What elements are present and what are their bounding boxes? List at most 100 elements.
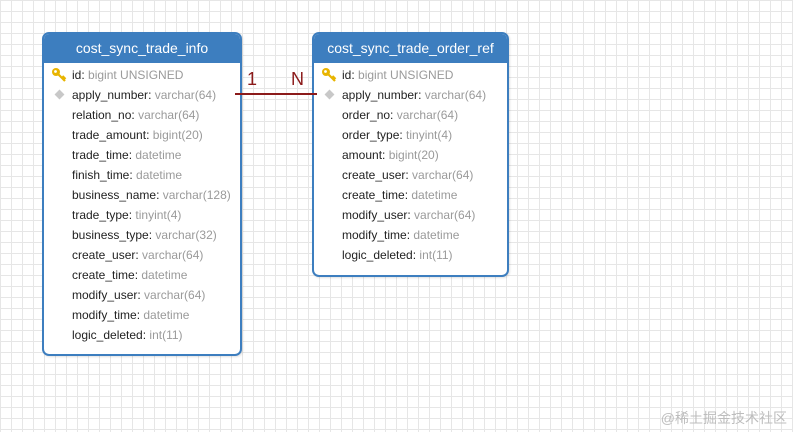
field-type: tinyint(4) <box>135 208 182 222</box>
key-icon <box>52 68 67 82</box>
field-label: id: bigint UNSIGNED <box>72 68 184 82</box>
watermark: @稀土掘金技术社区 <box>660 410 787 426</box>
field-name: id <box>72 68 82 82</box>
field-label: trade_type: tinyint(4) <box>72 208 182 222</box>
field-row[interactable]: create_time: datetime <box>314 185 507 205</box>
field-row[interactable]: create_time: datetime <box>44 265 240 285</box>
field-label: logic_deleted: int(11) <box>342 248 453 262</box>
field-type: int(11) <box>419 248 453 262</box>
field-row[interactable]: order_no: varchar(64) <box>314 105 507 125</box>
field-type: datetime <box>136 168 183 182</box>
field-name: logic_deleted <box>72 328 143 342</box>
field-name: business_name <box>72 188 157 202</box>
field-label: create_time: datetime <box>342 188 458 202</box>
foreign-key-icon <box>54 89 65 100</box>
field-list: id: bigint UNSIGNED apply_number: varchar… <box>314 63 507 265</box>
field-name: order_no <box>342 108 391 122</box>
field-row[interactable]: modify_user: varchar(64) <box>314 205 507 225</box>
field-name: apply_number <box>72 88 149 102</box>
field-label: create_user: varchar(64) <box>72 248 204 262</box>
field-name: relation_no <box>72 108 132 122</box>
field-name: order_type <box>342 128 400 142</box>
field-type: datetime <box>143 308 190 322</box>
field-label: create_user: varchar(64) <box>342 168 474 182</box>
field-label: modify_user: varchar(64) <box>342 208 476 222</box>
field-type: datetime <box>411 188 458 202</box>
field-name: trade_time <box>72 148 129 162</box>
field-label: modify_user: varchar(64) <box>72 288 206 302</box>
field-type: datetime <box>141 268 188 282</box>
field-row[interactable]: modify_time: datetime <box>314 225 507 245</box>
field-name: id <box>342 68 352 82</box>
field-row[interactable]: id: bigint UNSIGNED <box>314 65 507 85</box>
field-label: relation_no: varchar(64) <box>72 108 200 122</box>
field-list: id: bigint UNSIGNED apply_number: varchar… <box>44 63 240 345</box>
field-label: trade_amount: bigint(20) <box>72 128 203 142</box>
field-row[interactable]: business_type: varchar(32) <box>44 225 240 245</box>
field-row[interactable]: logic_deleted: int(11) <box>314 245 507 265</box>
foreign-key-icon <box>324 89 335 100</box>
field-type: bigint(20) <box>388 148 439 162</box>
field-type: varchar(64) <box>412 168 474 182</box>
field-type: bigint UNSIGNED <box>88 68 184 82</box>
field-row[interactable]: create_user: varchar(64) <box>44 245 240 265</box>
field-row[interactable]: create_user: varchar(64) <box>314 165 507 185</box>
field-row[interactable]: trade_amount: bigint(20) <box>44 125 240 145</box>
field-name: modify_user <box>342 208 408 222</box>
field-label: order_type: tinyint(4) <box>342 128 453 142</box>
field-label: trade_time: datetime <box>72 148 182 162</box>
field-name: trade_amount <box>72 128 147 142</box>
field-type: datetime <box>135 148 182 162</box>
field-row[interactable]: logic_deleted: int(11) <box>44 325 240 345</box>
field-name: modify_time <box>72 308 137 322</box>
field-row[interactable]: finish_time: datetime <box>44 165 240 185</box>
field-row[interactable]: business_name: varchar(128) <box>44 185 240 205</box>
field-type: datetime <box>413 228 460 242</box>
field-name: apply_number <box>342 88 419 102</box>
field-label: create_time: datetime <box>72 268 188 282</box>
field-name: create_user <box>72 248 136 262</box>
field-row[interactable]: relation_no: varchar(64) <box>44 105 240 125</box>
field-type: varchar(64) <box>396 108 459 122</box>
field-row[interactable]: id: bigint UNSIGNED <box>44 65 240 85</box>
field-type: varchar(64) <box>142 248 204 262</box>
field-type: varchar(64) <box>414 208 476 222</box>
field-type: bigint UNSIGNED <box>358 68 454 82</box>
field-row[interactable]: modify_time: datetime <box>44 305 240 325</box>
field-name: modify_user <box>72 288 138 302</box>
field-label: business_name: varchar(128) <box>72 188 231 202</box>
field-name: create_time <box>72 268 135 282</box>
table-header[interactable]: cost_sync_trade_info <box>44 34 240 63</box>
relationship-line[interactable] <box>235 93 317 95</box>
field-label: finish_time: datetime <box>72 168 183 182</box>
table-cost-sync-trade-order-ref[interactable]: cost_sync_trade_order_ref id: bigint UNS… <box>312 32 509 277</box>
field-row[interactable]: apply_number: varchar(64) <box>314 85 507 105</box>
field-label: order_no: varchar(64) <box>342 108 459 122</box>
table-cost-sync-trade-info[interactable]: cost_sync_trade_info id: bigint UNSIGNED… <box>42 32 242 356</box>
field-label: modify_time: datetime <box>342 228 460 242</box>
field-name: finish_time <box>72 168 130 182</box>
field-row[interactable]: apply_number: varchar(64) <box>44 85 240 105</box>
cardinality-one-label: 1 <box>247 69 258 89</box>
field-name: create_user <box>342 168 406 182</box>
field-name: create_time <box>342 188 405 202</box>
field-type: int(11) <box>149 328 183 342</box>
field-type: bigint(20) <box>152 128 203 142</box>
field-row[interactable]: amount: bigint(20) <box>314 145 507 165</box>
field-type: varchar(64) <box>154 88 217 102</box>
field-type: varchar(64) <box>138 108 200 122</box>
field-row[interactable]: modify_user: varchar(64) <box>44 285 240 305</box>
field-label: id: bigint UNSIGNED <box>342 68 454 82</box>
table-header[interactable]: cost_sync_trade_order_ref <box>314 34 507 63</box>
field-row[interactable]: order_type: tinyint(4) <box>314 125 507 145</box>
field-label: apply_number: varchar(64) <box>342 88 487 102</box>
field-row[interactable]: trade_type: tinyint(4) <box>44 205 240 225</box>
key-icon <box>322 68 337 82</box>
field-name: logic_deleted <box>342 248 413 262</box>
cardinality-many-label: N <box>291 69 304 89</box>
field-name: business_type <box>72 228 149 242</box>
field-type: tinyint(4) <box>406 128 453 142</box>
field-type: varchar(32) <box>155 228 217 242</box>
field-label: logic_deleted: int(11) <box>72 328 183 342</box>
field-row[interactable]: trade_time: datetime <box>44 145 240 165</box>
